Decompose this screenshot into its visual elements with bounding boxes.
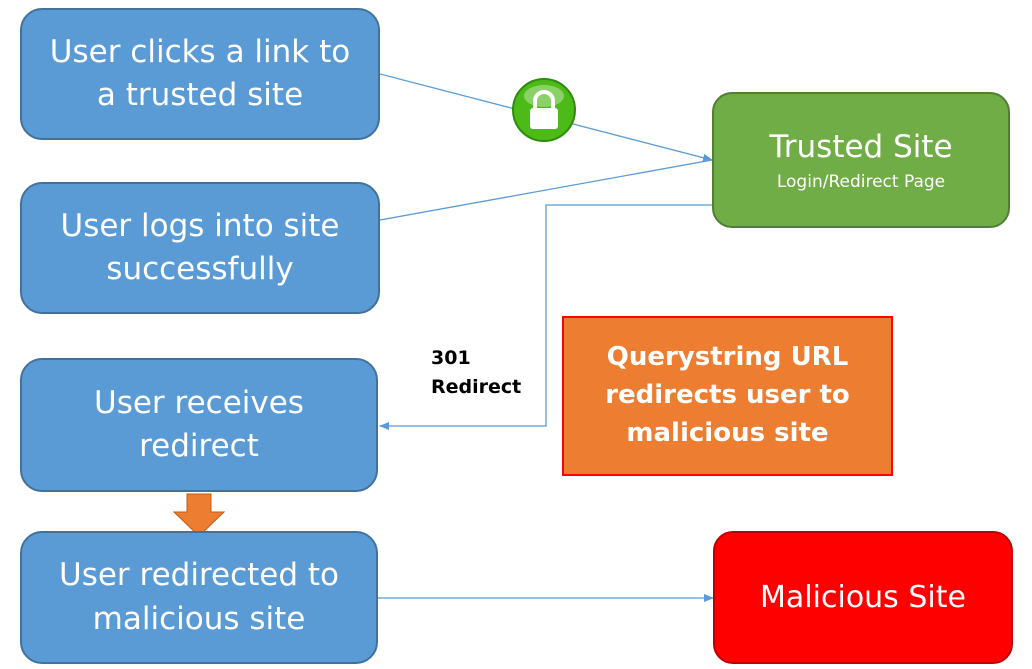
- connector-login-to-trusted: [379, 159, 713, 221]
- note-line-2: redirects user to: [605, 380, 850, 411]
- down-arrow-icon: [172, 493, 226, 537]
- note-line-3: malicious site: [626, 417, 829, 448]
- step-click-link: User clicks a link to a trusted site: [20, 8, 380, 140]
- redirect-code: 301: [431, 347, 471, 369]
- malicious-site-title: Malicious Site: [760, 580, 966, 615]
- note-line-1: Querystring URL: [606, 342, 849, 373]
- step-logs-in-line-2: successfully: [106, 251, 294, 287]
- step-receives-redirect-line-2: redirect: [139, 428, 259, 464]
- step-receives-redirect-line-1: User receives: [94, 384, 304, 421]
- step-click-link-line-2: a trusted site: [96, 77, 304, 113]
- step-redirected-line-2: malicious site: [92, 600, 306, 637]
- lock-icon: [512, 78, 576, 142]
- redirect-label: 301 Redirect: [431, 344, 521, 401]
- trusted-site-title: Trusted Site: [769, 128, 953, 165]
- step-logs-in: User logs into site successfully: [20, 182, 380, 314]
- connector-trusted-to-redirect: [379, 204, 712, 430]
- trusted-site-subtitle: Login/Redirect Page: [776, 172, 946, 193]
- step-logs-in-line-1: User logs into site: [60, 207, 340, 244]
- redirect-text: Redirect: [431, 375, 522, 398]
- trusted-site-node: Trusted Site Login/Redirect Page: [712, 92, 1010, 228]
- malicious-site-node: Malicious Site: [713, 531, 1013, 664]
- step-redirected-line-1: User redirected to: [59, 557, 339, 594]
- querystring-note: Querystring URL redirects user to malici…: [562, 316, 893, 476]
- step-redirected: User redirected to malicious site: [20, 531, 378, 664]
- step-receives-redirect: User receives redirect: [20, 358, 378, 492]
- step-click-link-line-1: User clicks a link to: [49, 33, 351, 70]
